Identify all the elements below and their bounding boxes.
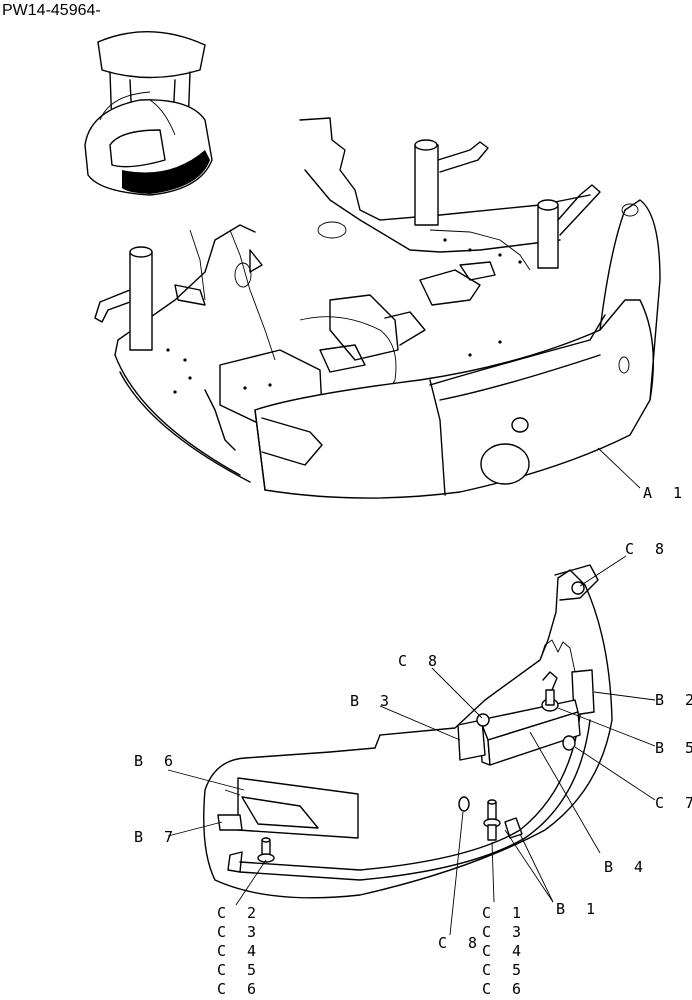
upper-frame <box>94 117 601 483</box>
leader-a1 <box>597 447 641 489</box>
counterweight-a1 <box>254 199 661 499</box>
callout-b2: B 2 <box>655 691 692 709</box>
callout-c7: C 7 <box>655 794 692 812</box>
stack-right: C 1 C 3 C 4 C 5 C 6 <box>482 904 527 998</box>
callout-b5: B 5 <box>655 739 692 757</box>
counterweight-detail <box>203 564 613 899</box>
stack-left-item: C 6 <box>217 980 262 998</box>
stack-left: C 2 C 3 C 4 C 5 C 6 <box>217 904 262 998</box>
callout-a1: A 1 <box>643 484 688 502</box>
stack-left-item: C 3 <box>217 923 262 941</box>
stack-right-item: C 6 <box>482 980 527 998</box>
callout-b6: B 6 <box>134 752 179 770</box>
stack-left-item: C 2 <box>217 904 262 922</box>
machine-thumbnail <box>84 31 213 196</box>
callout-b4: B 4 <box>604 858 649 876</box>
stack-right-item: C 1 <box>482 904 527 922</box>
callout-c8-top: C 8 <box>625 540 670 558</box>
callout-c8-bottom: C 8 <box>438 934 483 952</box>
callout-b7: B 7 <box>134 828 179 846</box>
stack-right-item: C 5 <box>482 961 527 979</box>
callout-b3: B 3 <box>350 692 395 710</box>
stack-left-item: C 5 <box>217 961 262 979</box>
stack-right-item: C 3 <box>482 923 527 941</box>
leaders-detail <box>167 555 656 936</box>
part-number: PW14-45964- <box>2 2 101 19</box>
callout-b1: B 1 <box>556 900 601 918</box>
stack-right-item: C 4 <box>482 942 527 960</box>
callout-c8-mid: C 8 <box>398 652 443 670</box>
stack-left-item: C 4 <box>217 942 262 960</box>
